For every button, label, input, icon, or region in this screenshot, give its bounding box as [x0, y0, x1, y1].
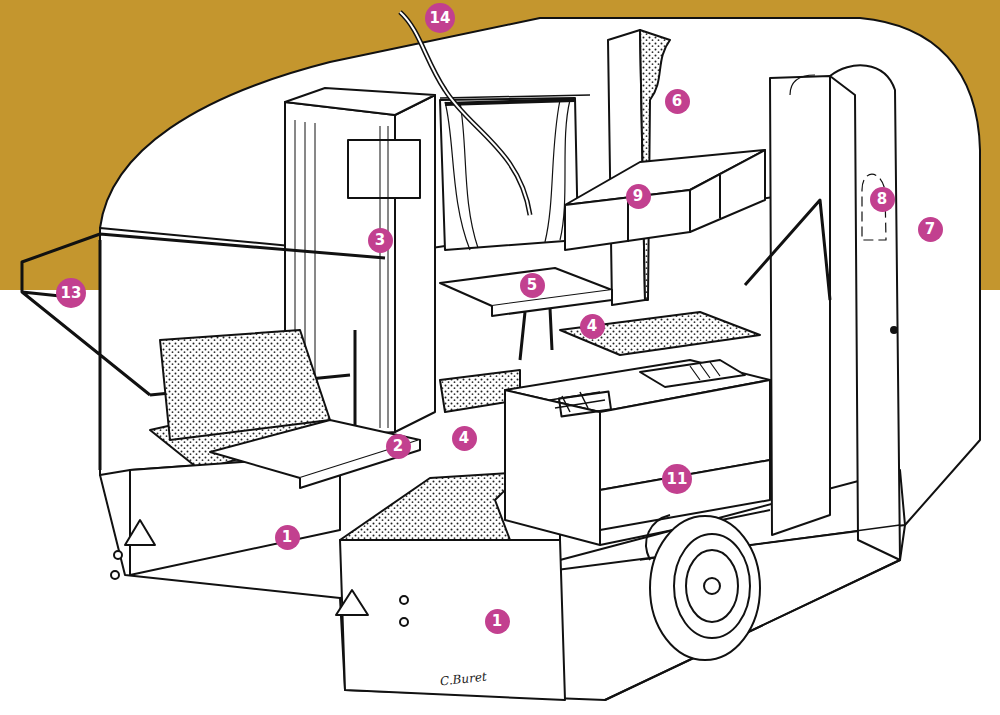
- callout-text: 1: [282, 530, 292, 545]
- callout-number: 4: [452, 426, 477, 451]
- callout-text: 14: [430, 11, 451, 26]
- callout-number: 3: [368, 228, 393, 253]
- callout-number: 5: [520, 273, 545, 298]
- callout-text: 6: [672, 94, 682, 109]
- callout-number: 2: [386, 434, 411, 459]
- callout-text: 4: [459, 431, 469, 446]
- callout-text: 11: [667, 472, 688, 487]
- callout-text: 7: [925, 222, 935, 237]
- callout-number: 14: [425, 3, 455, 33]
- callout-number: 1: [275, 525, 300, 550]
- callout-number: 11: [662, 464, 692, 494]
- callout-text: 1: [492, 614, 502, 629]
- callout-number: 13: [56, 278, 86, 308]
- callout-text: 4: [587, 319, 597, 334]
- callout-number: 9: [626, 184, 651, 209]
- callout-text: 9: [633, 189, 643, 204]
- callout-number: 7: [918, 217, 943, 242]
- callout-number: 1: [485, 609, 510, 634]
- callout-text: 8: [877, 192, 887, 207]
- callout-text: 3: [375, 233, 385, 248]
- callout-text: 2: [393, 439, 403, 454]
- callout-number: 4: [580, 314, 605, 339]
- callout-text: 13: [61, 286, 82, 301]
- callout-text: 5: [527, 278, 537, 293]
- callout-number: 8: [870, 187, 895, 212]
- callout-number: 6: [665, 89, 690, 114]
